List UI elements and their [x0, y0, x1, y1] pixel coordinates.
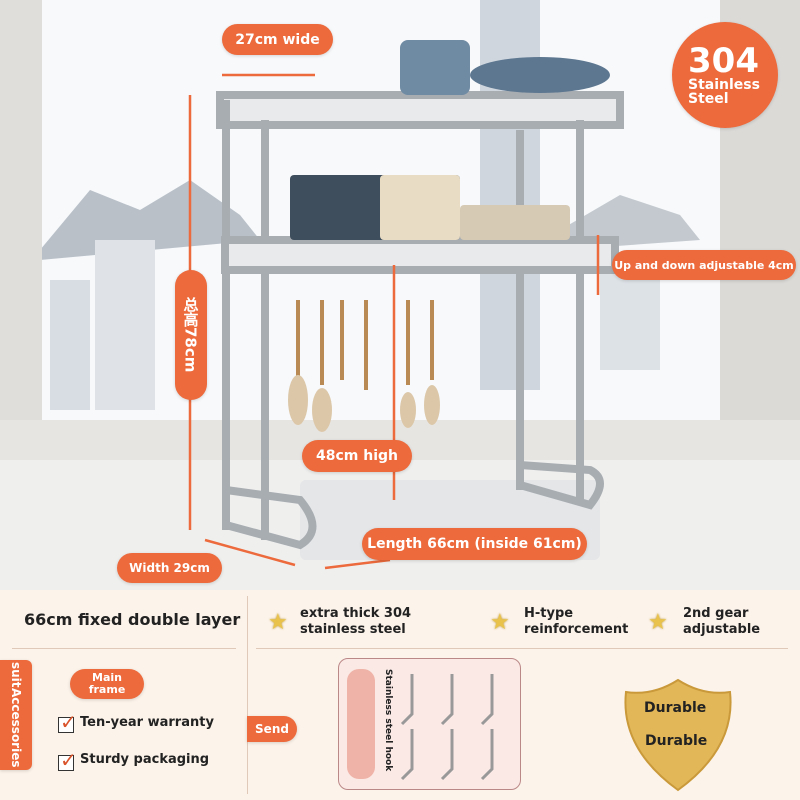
depth-label: Width 29cm — [117, 553, 222, 583]
inner-height-label: 48cm high — [302, 440, 412, 472]
hook-label: Stainless steel hook — [383, 669, 393, 772]
shield-icon — [624, 678, 732, 792]
badge-line2: Steel — [688, 91, 729, 107]
shield-text-1: Durable — [644, 700, 707, 716]
material-badge: 304 Stainless Steel — [672, 22, 778, 128]
hook-strip — [347, 669, 375, 779]
divider — [12, 648, 236, 649]
dish-rack-illustration — [0, 0, 800, 590]
spec-panel: 66cm fixed double layer ★ extra thick 30… — [0, 590, 800, 800]
checkbox-icon: ✓ — [58, 710, 77, 734]
length-label: Length 66cm (inside 61cm) — [362, 528, 587, 560]
spec-title: 66cm fixed double layer — [24, 610, 241, 629]
product-photo: 27cm wide 304 Stainless Steel 总高78cm Up … — [0, 0, 800, 590]
total-height-label: 总高78cm — [175, 270, 207, 400]
star-icon: ★ — [268, 610, 288, 635]
star-icon: ★ — [490, 610, 510, 635]
badge-line1: Stainless — [688, 77, 760, 93]
send-label: Send — [247, 716, 297, 742]
hook-card: Stainless steel hook — [338, 658, 521, 790]
badge-number: 304 — [688, 41, 759, 81]
check-item: Ten-year warranty — [80, 715, 214, 730]
adjustable-label: Up and down adjustable 4cm — [612, 250, 796, 280]
divider — [256, 648, 788, 649]
shield-text-2: Durable — [645, 733, 708, 749]
hook-icons — [400, 674, 494, 781]
star-icon: ★ — [648, 610, 668, 635]
width-label: 27cm wide — [222, 24, 333, 55]
check-item: Sturdy packaging — [80, 752, 210, 767]
divider — [247, 596, 248, 794]
checkbox-icon: ✓ — [58, 748, 77, 772]
